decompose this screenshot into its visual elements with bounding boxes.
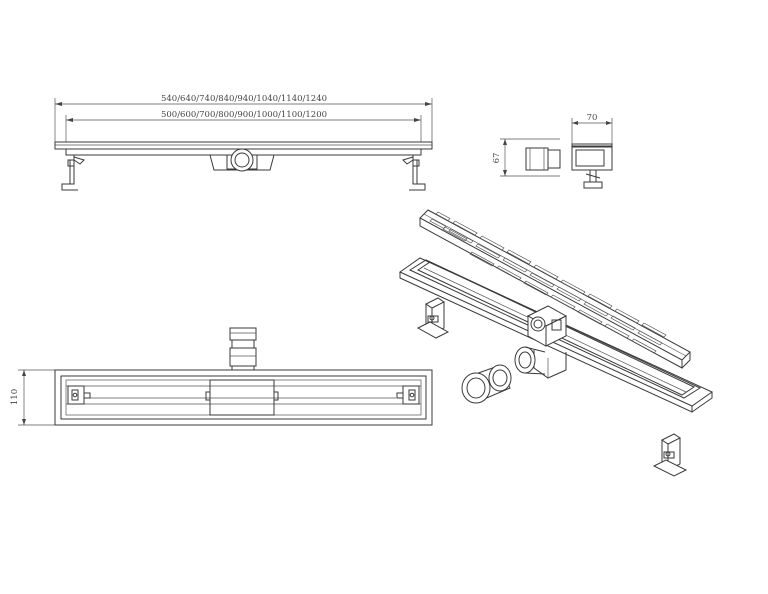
front-elevation-view: 540/640/740/840/940/1040/1140/1240 500/6… xyxy=(54,94,433,191)
overall-length-label: 540/640/740/840/940/1040/1140/1240 xyxy=(161,94,327,104)
left-end-clip xyxy=(67,385,91,405)
side-elevation-view: 70 67 xyxy=(492,113,613,189)
pipe-connector xyxy=(461,364,512,404)
side-height-label: 67 xyxy=(492,153,502,164)
plan-view: 110 xyxy=(10,327,433,426)
outlet-box xyxy=(526,305,568,379)
right-support-leg xyxy=(402,154,426,191)
left-support-leg xyxy=(61,154,85,191)
upper-support-bracket xyxy=(416,297,450,339)
lower-support-bracket xyxy=(652,433,688,477)
pipe-elbow xyxy=(514,346,546,375)
plan-height-dimension: 110 xyxy=(10,369,56,426)
grate-length-label: 500/600/700/800/900/1000/1100/1200 xyxy=(161,110,327,120)
right-end-clip xyxy=(396,385,420,405)
isometric-exploded-view xyxy=(398,209,714,477)
plan-height-label: 110 xyxy=(10,389,20,405)
overall-length-dimension: 540/640/740/840/940/1040/1140/1240 xyxy=(54,94,433,142)
outlet-pipe xyxy=(209,148,275,172)
grate-length-dimension: 500/600/700/800/900/1000/1100/1200 xyxy=(65,110,422,142)
side-width-label: 70 xyxy=(587,113,598,123)
plan-outlet xyxy=(229,327,257,371)
grate-slots xyxy=(429,211,667,354)
height-dimension: 67 xyxy=(492,138,560,177)
grate-cover xyxy=(419,209,691,369)
